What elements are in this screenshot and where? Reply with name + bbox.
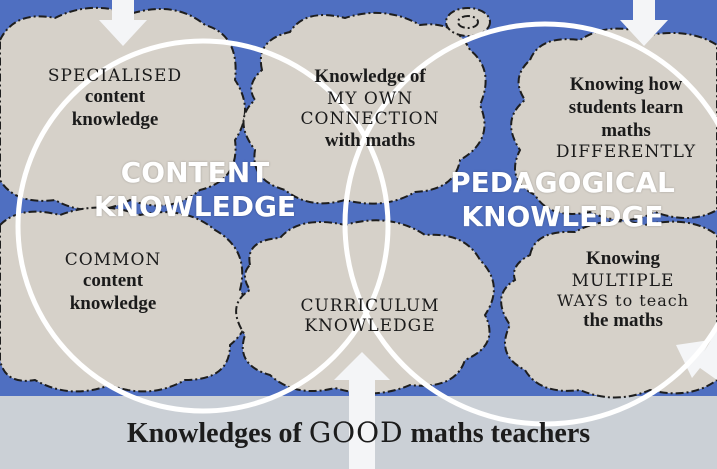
students-line-4: DIFFERENTLY: [555, 142, 697, 163]
specialised-label: SPECIALISED: [47, 66, 183, 86]
content-knowledge-word: KNOWLEDGE: [93, 189, 297, 223]
title-part-3: maths teachers: [403, 418, 591, 449]
curriculum-line-1: CURRICULUM: [300, 296, 440, 316]
students-cloud-text: Knowing how students learn maths DIFFERE…: [540, 74, 712, 163]
content-knowledge-label: CONTENT KNOWLEDGE: [70, 156, 320, 223]
title-good: GOOD: [308, 416, 404, 449]
connection-cloud-text: Knowledge of MY OWN CONNECTION with math…: [270, 66, 470, 152]
curriculum-line-2: KNOWLEDGE: [304, 316, 436, 337]
cloud-students: [510, 27, 717, 221]
cloud-connection: [242, 11, 487, 205]
pedagogical-knowledge-word: KNOWLEDGE: [461, 199, 664, 233]
pedagogical-knowledge-circle: [342, 21, 717, 427]
students-line-1: Knowing how: [569, 74, 683, 95]
title-part-1: Knowledges of: [126, 418, 309, 449]
curriculum-cloud-text: CURRICULUM KNOWLEDGE: [275, 296, 465, 337]
multiple-line-4: the maths: [583, 310, 663, 332]
pedagogical-knowledge-label: PEDAGOGICAL KNOWLEDGE: [430, 166, 695, 233]
content-word: CONTENT: [120, 156, 270, 189]
connection-line-1: Knowledge of: [314, 66, 426, 87]
common-cloud-text: COMMON content knowledge: [18, 250, 208, 316]
content-knowledge-circle: [15, 38, 391, 414]
arrow-down-right: [620, 0, 668, 46]
connection-line-4: with maths: [324, 129, 416, 151]
students-line-2: students learn: [568, 96, 684, 118]
multiple-line-1: Knowing: [586, 248, 660, 269]
common-label: COMMON: [64, 250, 162, 270]
pedagogical-word: PEDAGOGICAL: [450, 166, 675, 199]
arrow-up-bottom: [334, 352, 390, 469]
multiple-line-2: MULTIPLE: [571, 270, 675, 291]
common-line-knowledge: knowledge: [69, 293, 157, 315]
cloud-bubble-inner: [457, 15, 479, 29]
connection-line-3: CONNECTION: [300, 109, 440, 130]
poster-title: Knowledges of GOOD maths teachers: [0, 416, 717, 450]
specialised-line-content: content: [84, 86, 146, 108]
students-line-3: maths: [601, 119, 651, 141]
multiple-cloud-text: Knowing MULTIPLE WAYS to teach the maths: [535, 248, 711, 333]
connection-line-2: MY OWN: [326, 88, 414, 109]
specialised-line-knowledge: knowledge: [71, 109, 159, 131]
cloud-multiple: [500, 220, 717, 399]
common-line-content: content: [82, 270, 144, 292]
arrow-down-left: [99, 0, 147, 46]
specialised-cloud-text: SPECIALISED content knowledge: [20, 66, 210, 132]
multiple-line-3: WAYS to teach: [556, 291, 689, 311]
